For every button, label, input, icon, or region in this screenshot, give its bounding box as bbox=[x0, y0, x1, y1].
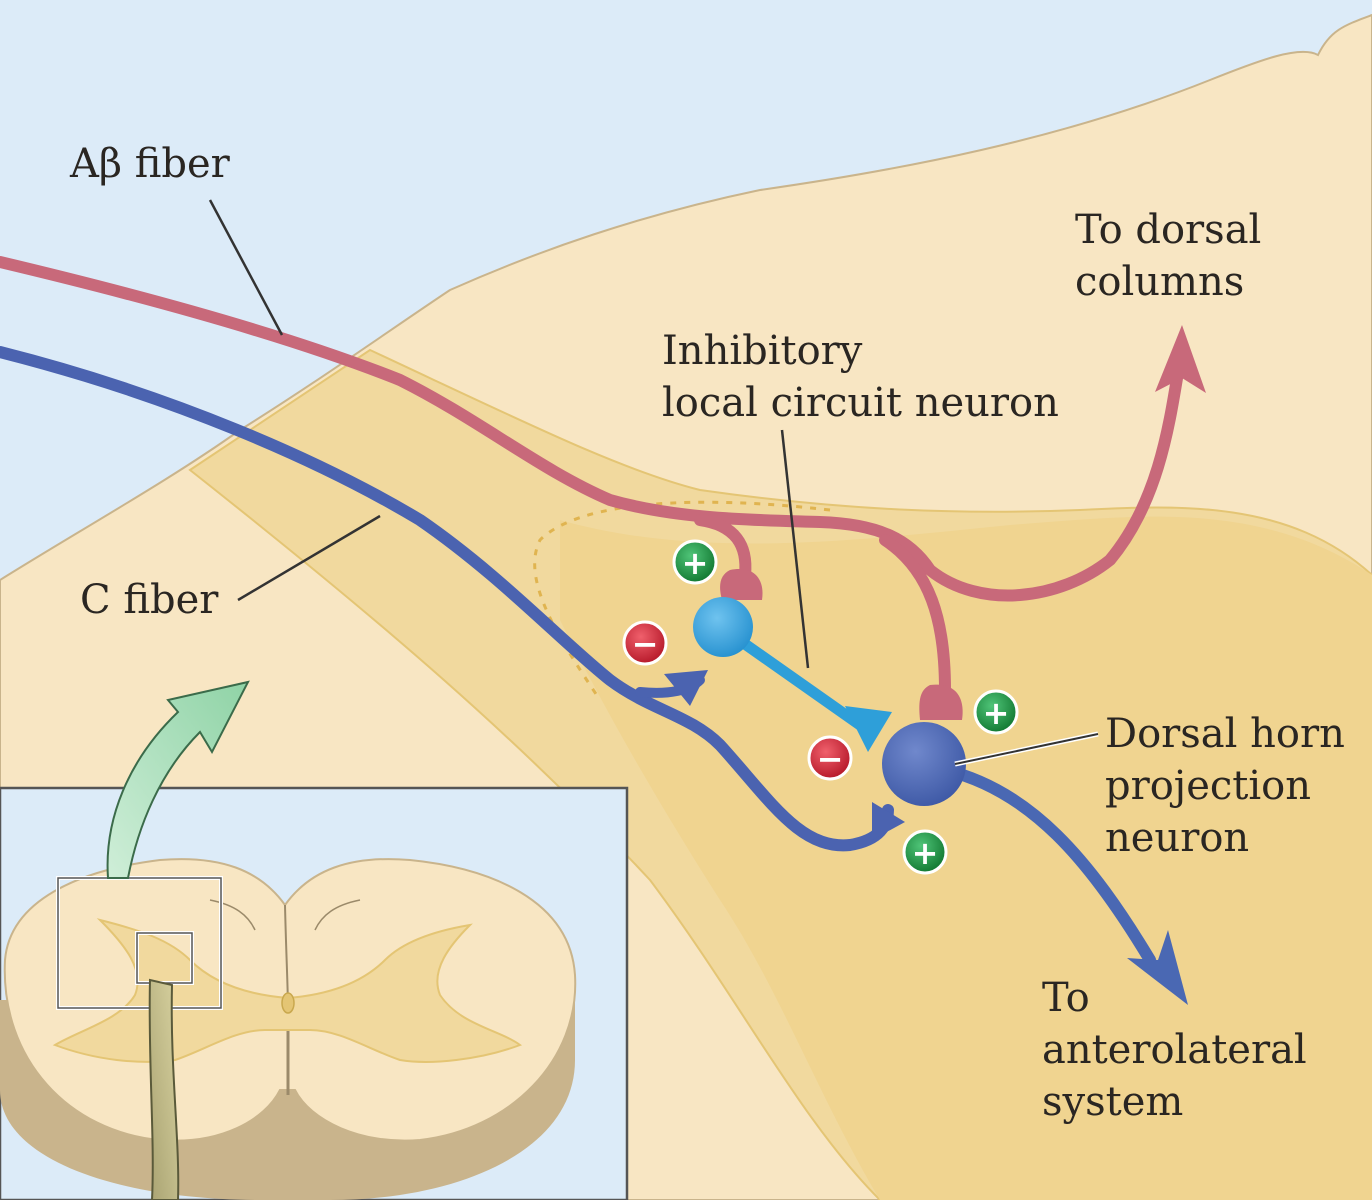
abeta-terminal-projection bbox=[919, 684, 963, 720]
tan-pointer-arrow bbox=[148, 978, 180, 1200]
inhibitory-badge-1-sign: − bbox=[632, 625, 659, 663]
to-dorsal-columns-label: To dorsal columns bbox=[1075, 204, 1261, 308]
to-anterolateral-line-2: anterolateral bbox=[1042, 1027, 1307, 1073]
to-dorsal-columns-line-1: To dorsal bbox=[1075, 207, 1262, 253]
green-pointer-arrow bbox=[106, 680, 250, 879]
c-fiber-label: C fiber bbox=[80, 574, 218, 626]
to-anterolateral-label: To anterolateral system bbox=[1042, 972, 1307, 1128]
to-dorsal-columns-line-2: columns bbox=[1075, 259, 1245, 305]
projection-neuron-line-3: neuron bbox=[1105, 815, 1250, 861]
inhibitory-neuron-axon bbox=[719, 624, 866, 731]
projection-neuron-soma bbox=[882, 722, 966, 806]
abeta-fiber-axon bbox=[0, 256, 1186, 602]
inhibitory-neuron-line-2: local circuit neuron bbox=[662, 380, 1059, 426]
c-fiber-terminal-projection bbox=[872, 802, 905, 840]
projection-neuron-arrowhead bbox=[1127, 930, 1188, 1005]
projection-neuron-axon bbox=[939, 764, 1156, 966]
inhibitory-neuron-terminal bbox=[845, 706, 892, 752]
deep-lamina bbox=[560, 516, 1372, 1200]
excitatory-badge-2: + bbox=[973, 689, 1019, 735]
excitatory-badge-3: + bbox=[902, 829, 948, 875]
inhibitory-badge-1: − bbox=[622, 620, 668, 666]
inhibitory-neuron-soma bbox=[693, 597, 753, 657]
excitatory-badge-1-sign: + bbox=[682, 544, 709, 582]
abeta-branch-projection bbox=[879, 534, 951, 696]
inhibitory-neuron-label: Inhibitory local circuit neuron bbox=[662, 325, 1059, 429]
abeta-fiber-label-text: Aβ fiber bbox=[70, 141, 230, 187]
to-anterolateral-line-3: system bbox=[1042, 1079, 1184, 1125]
inhibitory-badge-2-sign: − bbox=[817, 740, 844, 778]
abeta-fiber-label: Aβ fiber bbox=[70, 138, 230, 190]
excitatory-badge-1: + bbox=[672, 539, 718, 585]
inhibitory-neuron-line-1: Inhibitory bbox=[662, 328, 863, 374]
abeta-arrowhead bbox=[1155, 325, 1206, 393]
to-anterolateral-line-1: To bbox=[1042, 975, 1090, 1021]
projection-neuron-label: Dorsal horn projection neuron bbox=[1105, 708, 1345, 864]
projection-leader-line-inner bbox=[954, 733, 1099, 765]
c-fiber-axon bbox=[0, 346, 894, 852]
excitatory-badge-2-sign: + bbox=[983, 694, 1010, 732]
inhibitory-badge-2: − bbox=[807, 735, 853, 781]
projection-neuron-line-1: Dorsal horn bbox=[1105, 711, 1345, 757]
inhibitory-leader-line bbox=[780, 429, 810, 669]
abeta-branch-inhibitory bbox=[694, 514, 752, 581]
c-fiber-leader-line bbox=[237, 514, 381, 602]
c-fiber-label-text: C fiber bbox=[80, 577, 219, 623]
inset-zoom-box-outer-line bbox=[57, 877, 222, 1009]
abeta-leader-line bbox=[208, 199, 284, 336]
projection-neuron-line-2: projection bbox=[1105, 763, 1311, 809]
excitatory-badge-3-sign: + bbox=[912, 834, 939, 872]
spinal-cord-inset bbox=[0, 786, 629, 1200]
c-fiber-terminal-inhibitory bbox=[664, 670, 708, 706]
abeta-terminal-inhibitory bbox=[720, 569, 763, 600]
